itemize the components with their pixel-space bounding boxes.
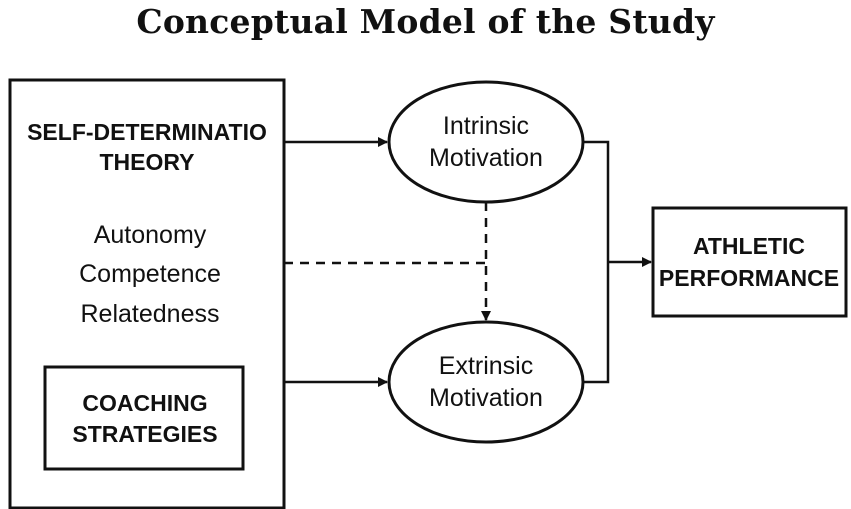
- intrinsic-label-line1: Intrinsic: [443, 112, 529, 140]
- intrinsic-label-line2: Motivation: [429, 144, 543, 172]
- extrinsic-motivation-node: [387, 320, 585, 444]
- component-competence: Competence: [79, 260, 221, 288]
- merge-bracket: [583, 140, 610, 384]
- coaching-label-line2: STRATEGIES: [72, 421, 217, 447]
- component-autonomy: Autonomy: [94, 221, 207, 249]
- athletic-performance-box: [651, 206, 848, 318]
- coaching-label-line1: COACHING: [82, 390, 207, 416]
- sdt-label-line2: THEORY: [100, 149, 195, 175]
- coaching-strategies-box: [43, 365, 245, 471]
- intrinsic-motivation-node: [387, 80, 585, 204]
- performance-label-line2: PERFORMANCE: [659, 265, 839, 291]
- component-relatedness: Relatedness: [81, 300, 220, 328]
- page-title: Conceptual Model of the Study: [136, 2, 715, 41]
- performance-label-line1: ATHLETIC: [693, 233, 805, 259]
- extrinsic-label-line1: Extrinsic: [439, 352, 533, 380]
- sdt-label-line1: SELF-DETERMINATIO: [27, 119, 267, 145]
- extrinsic-label-line2: Motivation: [429, 384, 543, 412]
